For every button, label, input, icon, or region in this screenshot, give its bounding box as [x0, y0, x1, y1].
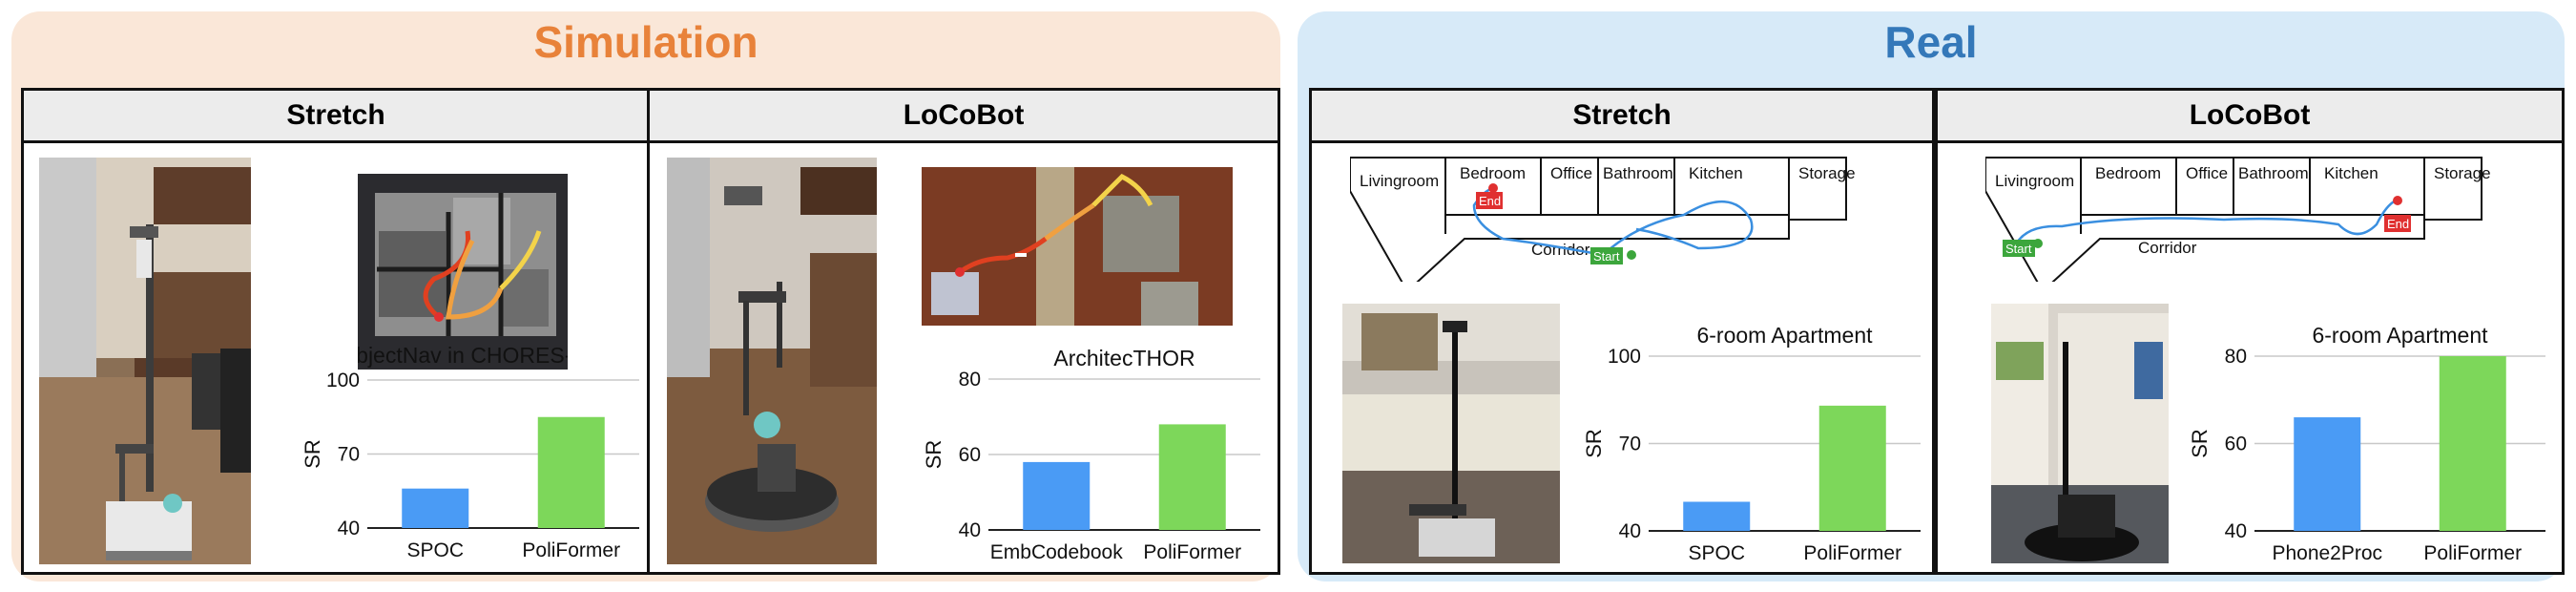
label-livingroom: Livingroom: [1995, 172, 2074, 190]
sim-stretch-header: Stretch: [24, 91, 648, 143]
category-label: PoliFormer: [522, 539, 620, 561]
bar-poliformer: [1818, 405, 1886, 531]
y-axis-label: SR: [1582, 429, 1606, 458]
label-start: Start: [2005, 242, 2032, 256]
y-tick-label: 60: [959, 444, 981, 466]
category-label: PoliFormer: [1803, 542, 1901, 564]
architecthor-topdown-map: [922, 167, 1233, 326]
label-bathroom: Bathroom: [2238, 164, 2309, 182]
real-stretch-panel: Stretch Livingroom Bedroom Office Bathro…: [1309, 88, 1935, 575]
category-label: PoliFormer: [2423, 542, 2522, 564]
locobot-real-photo: [1991, 304, 2169, 563]
category-label: Phone2Proc: [2272, 542, 2382, 564]
label-storage: Storage: [2434, 164, 2491, 182]
bar-poliformer: [2439, 356, 2506, 531]
apartment-floorplan-stretch: Livingroom Bedroom Office Bathroom Kitch…: [1350, 157, 1856, 282]
label-corridor: Corridor: [2138, 239, 2197, 257]
y-axis-label: SR: [301, 439, 324, 469]
y-tick-label: 80: [2225, 346, 2247, 368]
label-kitchen: Kitchen: [2324, 164, 2379, 182]
chart-title: ArchitecTHOR: [1053, 346, 1195, 370]
y-tick-label: 40: [959, 519, 981, 541]
sim-stretch-panel: Stretch: [21, 88, 651, 575]
category-label: EmbCodebook: [990, 541, 1123, 563]
label-bedroom: Bedroom: [1460, 164, 1526, 182]
bar-spoc: [1683, 501, 1751, 531]
label-start: Start: [1593, 249, 1620, 264]
stretch-real-photo: [1342, 304, 1560, 563]
chores-s-topdown-map: ObjectNav in CHORES-S: [358, 174, 568, 370]
bar-phone2proc: [2294, 417, 2361, 531]
y-tick-label: 40: [2225, 520, 2247, 542]
category-label: SPOC: [406, 539, 464, 561]
y-tick-label: 80: [959, 369, 981, 391]
real-title: Real: [1884, 17, 1978, 67]
chart-title: 6-room Apartment: [2312, 323, 2488, 348]
category-label: PoliFormer: [1143, 541, 1241, 563]
locobot-sim-render: [667, 158, 877, 564]
label-bedroom: Bedroom: [2095, 164, 2161, 182]
y-tick-label: 70: [1619, 433, 1641, 455]
y-tick-label: 40: [1619, 520, 1641, 542]
category-label: SPOC: [1688, 542, 1745, 564]
label-kitchen: Kitchen: [1689, 164, 1743, 182]
bar-embcodebook: [1023, 461, 1091, 530]
real-group: Real Stretch Livingroom Bedroom Office B…: [1298, 11, 2565, 581]
apartment-floorplan-locobot: Livingroom Bedroom Office Bathroom Kitch…: [1985, 157, 2491, 282]
label-office: Office: [1550, 164, 1592, 182]
y-tick-label: 70: [338, 444, 360, 466]
sim-locobot-header: LoCoBot: [650, 91, 1278, 143]
label-livingroom: Livingroom: [1360, 172, 1439, 190]
label-office: Office: [2186, 164, 2228, 182]
bar-poliformer: [537, 416, 605, 528]
label-storage: Storage: [1798, 164, 1856, 182]
chart-title: 6-room Apartment: [1696, 323, 1873, 348]
simulation-group: Simulation Stretch: [11, 11, 1280, 581]
label-bathroom: Bathroom: [1603, 164, 1673, 182]
label-end: End: [1479, 194, 1501, 208]
y-tick-label: 60: [2225, 433, 2247, 455]
y-tick-label: 100: [326, 370, 360, 391]
map-caption: ObjectNav in CHORES-S: [358, 343, 568, 368]
stretch-sim-render: [39, 158, 251, 564]
label-end: End: [2387, 217, 2409, 231]
real-stretch-header: Stretch: [1312, 91, 1932, 143]
simulation-title: Simulation: [533, 17, 758, 67]
sim-locobot-panel: LoCoBot Archite: [647, 88, 1280, 575]
y-axis-label: SR: [922, 440, 945, 470]
y-tick-label: 100: [1608, 346, 1641, 368]
bar-spoc: [402, 488, 469, 528]
y-tick-label: 40: [338, 518, 360, 539]
real-locobot-panel: LoCoBot Livingroom Bedroom Office Bathro…: [1935, 88, 2565, 575]
real-locobot-header: LoCoBot: [1938, 91, 2562, 143]
y-axis-label: SR: [2188, 429, 2212, 458]
bar-poliformer: [1158, 424, 1226, 530]
